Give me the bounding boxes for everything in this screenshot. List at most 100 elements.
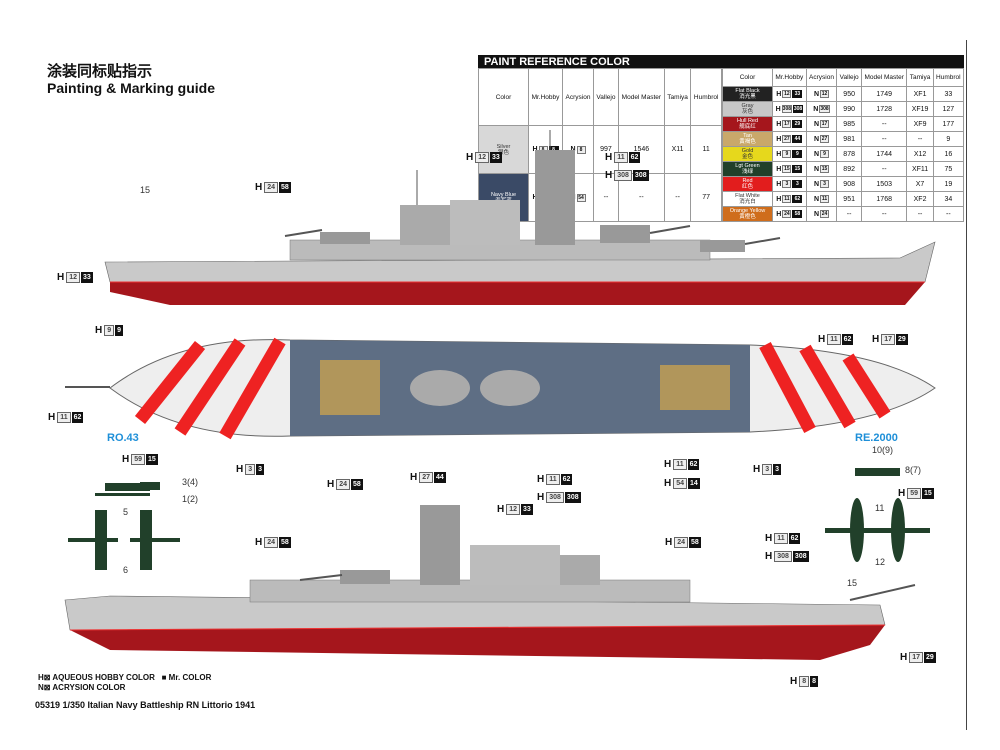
part-number: 15	[140, 185, 151, 195]
callout-mr: 8	[810, 676, 819, 687]
acrysion-number: 15	[820, 165, 830, 173]
mr-color-number: 8	[548, 145, 559, 154]
callout-prefix: H	[537, 474, 545, 485]
acrysion-number: 3	[820, 180, 830, 188]
callout-aqueous: 3	[245, 464, 256, 475]
callout-prefix: H	[605, 170, 613, 181]
callout-aqueous: 8	[799, 676, 810, 687]
column-header: Tamiya	[663, 67, 692, 127]
callout-aqueous: 12	[475, 152, 490, 163]
legend-aqueous: AQUEOUS HOBBY COLOR	[52, 673, 155, 682]
legend-n-mark: N⊠	[38, 683, 53, 692]
callout-mr: 58	[689, 537, 701, 548]
color-name: Hull Red	[736, 118, 759, 124]
callout-prefix: H	[466, 152, 474, 163]
color-name-cn: 金色	[741, 154, 753, 160]
callout-mr: 58	[279, 182, 291, 193]
color-name: Tan	[743, 133, 752, 139]
callout-aqueous: 54	[673, 478, 688, 489]
mr-color-number: 15	[792, 165, 803, 173]
callout-mr: 58	[351, 479, 363, 490]
callout-mr: 33	[490, 152, 502, 163]
callout-prefix: H	[818, 334, 826, 345]
callout-aqueous: 308	[546, 492, 564, 503]
callout-prefix: H	[327, 479, 335, 490]
plane-drawings	[68, 468, 930, 570]
callout-prefix: H	[664, 478, 672, 489]
side-view-top	[104, 130, 936, 305]
acrysion-number: 11	[820, 195, 830, 203]
color-name-cn: 浅绿	[741, 169, 753, 175]
callout-prefix: H	[665, 537, 673, 548]
color-name: Navy Blue	[490, 191, 517, 198]
callout-mr: 308	[632, 170, 649, 181]
part-number: 10(9)	[872, 445, 894, 455]
part-number: 3(4)	[182, 477, 199, 487]
callout-aqueous: 24	[674, 537, 689, 548]
callout-aqueous: 27	[419, 472, 434, 483]
callout-prefix: H	[122, 454, 130, 465]
footer-title: 05319 1/350 Italian Navy Battleship RN L…	[35, 700, 256, 710]
aqueous-number: 308	[781, 105, 793, 113]
color-name: Flat White	[735, 193, 760, 199]
callout-mr: 33	[521, 504, 533, 515]
callout-prefix: H	[765, 551, 773, 562]
acrysion-number: 9	[820, 150, 830, 158]
color-name: Red	[742, 178, 753, 184]
humbrol-value: 77	[690, 173, 722, 222]
callout-aqueous: 12	[66, 272, 81, 283]
paint-table-heading: PAINT REFERENCE COLOR	[478, 55, 964, 68]
callout-mr: 62	[788, 533, 801, 544]
callout-prefix: H	[790, 676, 798, 687]
hull-red	[110, 282, 925, 305]
top-view	[65, 337, 936, 440]
callout-aqueous: 17	[881, 334, 896, 345]
color-name: Gold	[741, 148, 754, 154]
callout-mr: 3	[256, 464, 265, 475]
mr-color-number: 29	[792, 120, 803, 128]
callout-prefix: H	[898, 488, 906, 499]
hull-upper	[104, 241, 936, 283]
column-header: Mr.Hobby	[528, 67, 563, 127]
callout-mr: 15	[146, 454, 158, 465]
legend-h-mark: H⊠	[38, 673, 53, 682]
part-number: 1(2)	[182, 494, 199, 504]
mr-color-number: 3	[792, 180, 803, 188]
callout-mr: 29	[896, 334, 908, 345]
column-header: Model Master	[617, 67, 665, 127]
column-header: Humbrol	[690, 67, 722, 127]
callout-prefix: H	[664, 459, 672, 470]
acrysion-number: 17	[820, 120, 830, 128]
callout-mr: 62	[841, 334, 854, 345]
aqueous-number: 12	[782, 90, 792, 98]
page-title: Painting & Marking guide	[47, 80, 216, 96]
callout-aqueous: 17	[909, 652, 924, 663]
